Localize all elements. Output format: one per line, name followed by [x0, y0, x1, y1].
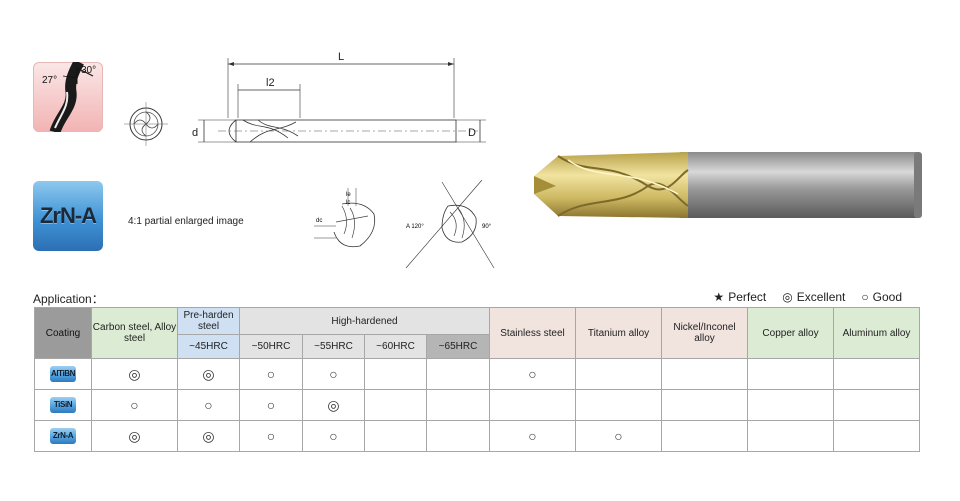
rating-cell	[489, 389, 576, 421]
application-table: Coating Carbon steel, Alloy steel Pre-ha…	[34, 307, 920, 452]
legend-good: ○Good	[861, 290, 902, 304]
application-label: Application：	[33, 292, 104, 306]
legend-perfect: ★Perfect	[713, 290, 767, 304]
header-carbon-steel: Carbon steel, Alloy steel	[91, 307, 178, 359]
rating-cell	[364, 420, 427, 452]
header-titanium-alloy: Titanium alloy	[575, 307, 662, 359]
coating-chip: ZrN-A	[50, 428, 76, 444]
table-row: ZrN-A◎◎○○○○	[34, 420, 920, 452]
dim-lc: lc	[346, 200, 350, 206]
rating-cell: ○	[302, 358, 365, 390]
rating-cell: ○	[302, 420, 365, 452]
rating-cell	[747, 420, 834, 452]
rating-cell: ○	[489, 358, 576, 390]
rating-cell: ◎	[91, 358, 178, 390]
rating-cell: ○	[239, 358, 303, 390]
rating-cell: ◎	[91, 420, 178, 452]
header-coating: Coating	[34, 307, 92, 359]
dim-D: D	[468, 127, 476, 139]
header-50hrc: ~50HRC	[239, 334, 303, 359]
circle-icon: ○	[861, 290, 869, 304]
rating-cell	[575, 389, 662, 421]
header-high-hardened: High-hardened	[239, 307, 490, 335]
dim-L: L	[338, 51, 344, 63]
rating-cell: ○	[239, 389, 303, 421]
star-icon: ★	[713, 290, 725, 304]
header-stainless-steel: Stainless steel	[489, 307, 576, 359]
rating-cell: ○	[239, 420, 303, 452]
helix-drill-icon	[49, 59, 94, 134]
header-45hrc: ~45HRC	[177, 334, 240, 359]
rating-cell	[747, 389, 834, 421]
dim-d: d	[192, 127, 198, 139]
end-view-icon	[124, 102, 168, 146]
dim-le: le	[346, 192, 351, 198]
coating-badge-text: ZrN-A	[39, 203, 97, 228]
coating-cell: TiSiN	[34, 389, 92, 421]
rating-cell	[833, 420, 920, 452]
rating-cell	[833, 389, 920, 421]
rating-cell	[426, 389, 490, 421]
tool-drawing: L l2 d D	[192, 51, 486, 143]
rating-cell: ◎	[177, 358, 240, 390]
header-65hrc: ~65HRC	[426, 334, 490, 359]
header-preharden-steel: Pre-harden steel	[177, 307, 240, 335]
dim-A120: A 120°	[406, 224, 424, 230]
rating-cell	[833, 358, 920, 390]
helix-angle-a: 27°	[42, 75, 58, 86]
rating-cell	[575, 358, 662, 390]
rating-cell	[426, 358, 490, 390]
coating-chip: TiSiN	[50, 397, 76, 413]
header-copper-alloy: Copper alloy	[747, 307, 834, 359]
double-circle-icon: ◎	[782, 290, 793, 304]
rating-cell: ◎	[302, 389, 365, 421]
rating-legend: ★Perfect ◎Excellent ○Good	[713, 290, 902, 304]
rating-cell	[661, 358, 748, 390]
rating-cell	[661, 420, 748, 452]
rating-cell: ○	[489, 420, 576, 452]
header-60hrc: ~60HRC	[364, 334, 427, 359]
rating-cell: ○	[177, 389, 240, 421]
rating-cell	[364, 358, 427, 390]
header-nickel-alloy: Nickel/Inconel alloy	[661, 307, 748, 359]
dim-90: 90°	[482, 224, 492, 230]
dim-dc: dc	[316, 218, 322, 224]
dim-l2: l2	[266, 77, 275, 89]
rating-cell: ○	[91, 389, 178, 421]
tip-detail-icon: le lc dc	[314, 188, 376, 248]
header-55hrc: ~55HRC	[302, 334, 365, 359]
rating-cell	[426, 420, 490, 452]
legend-excellent: ◎Excellent	[782, 290, 846, 304]
rating-cell	[364, 389, 427, 421]
rating-cell: ◎	[177, 420, 240, 452]
coating-cell: AlTiBN	[34, 358, 92, 390]
coating-badge: ZrN-A	[33, 181, 103, 251]
table-row: TiSiN○○○◎	[34, 389, 920, 421]
table-row: AlTiBN◎◎○○○	[34, 358, 920, 390]
angle-detail-icon: A 120° 90°	[405, 179, 495, 269]
rating-cell	[661, 389, 748, 421]
helix-angle-b: 30°	[81, 65, 97, 76]
enlarged-caption: 4:1 partial enlarged image	[128, 216, 244, 227]
end-mill-image	[534, 152, 922, 218]
rating-cell	[747, 358, 834, 390]
header-aluminum-alloy: Aluminum alloy	[833, 307, 920, 359]
helix-angle-badge: 27° 30°	[33, 59, 103, 134]
coating-chip: AlTiBN	[50, 366, 76, 382]
rating-cell: ○	[575, 420, 662, 452]
coating-cell: ZrN-A	[34, 420, 92, 452]
